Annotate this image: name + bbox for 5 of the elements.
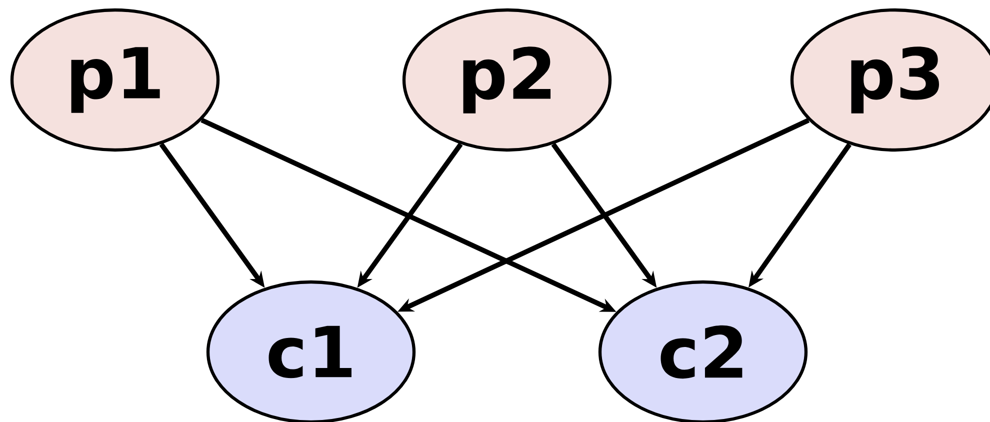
- ellipse-node: p3: [790, 8, 990, 152]
- ellipse-node: c1: [206, 280, 416, 422]
- ellipse-node: p2: [402, 8, 612, 152]
- ellipse-node: p1: [10, 8, 220, 152]
- ellipse-node: c2: [598, 280, 808, 422]
